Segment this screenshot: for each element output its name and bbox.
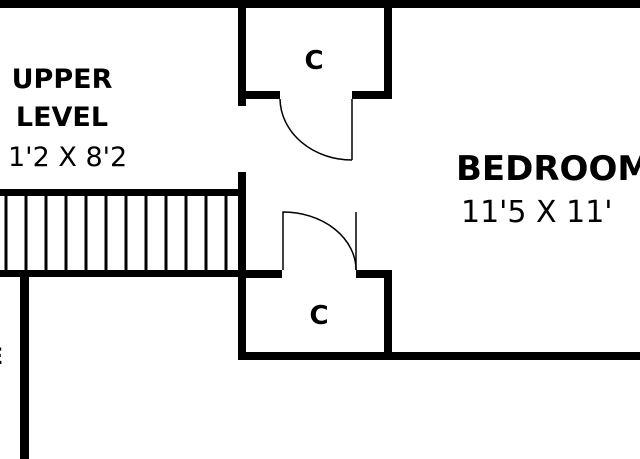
wall-closet-top-left [238, 0, 246, 106]
wall-bottom [238, 352, 640, 360]
closet-top-label: C [304, 46, 323, 76]
doors [279, 98, 357, 271]
wall-closet-bottom-stub-left [238, 270, 282, 278]
stair-treads [4, 196, 228, 270]
bedroom-label: BEDROOM [456, 149, 640, 189]
bedroom-dimensions: 11'5 X 11' [461, 195, 613, 230]
staircase [0, 189, 244, 277]
upper-level-label-line2: LEVEL [16, 102, 108, 133]
wall-top [0, 0, 640, 8]
stair-top-rail [0, 189, 244, 196]
wall-closet-bottom-stub-right [356, 270, 392, 278]
closet-bottom-label: C [309, 301, 328, 331]
wall-closet-bottom-left [238, 172, 246, 360]
door-swing-closet-bottom [282, 211, 357, 271]
wall-closet-bottom-right [384, 270, 392, 360]
wall-closet-top-stub-left [238, 91, 280, 99]
wall-closet-top-stub-right [352, 91, 392, 99]
edge-partial-label: E [0, 345, 3, 370]
upper-level-dimensions: 1'2 X 8'2 [8, 142, 127, 173]
stair-bottom-rail [0, 270, 244, 277]
upper-level-label-line1: UPPER [12, 64, 113, 95]
door-swing-closet-top [279, 98, 353, 161]
wall-left-lower [20, 276, 29, 459]
wall-closet-top-right [384, 0, 392, 99]
